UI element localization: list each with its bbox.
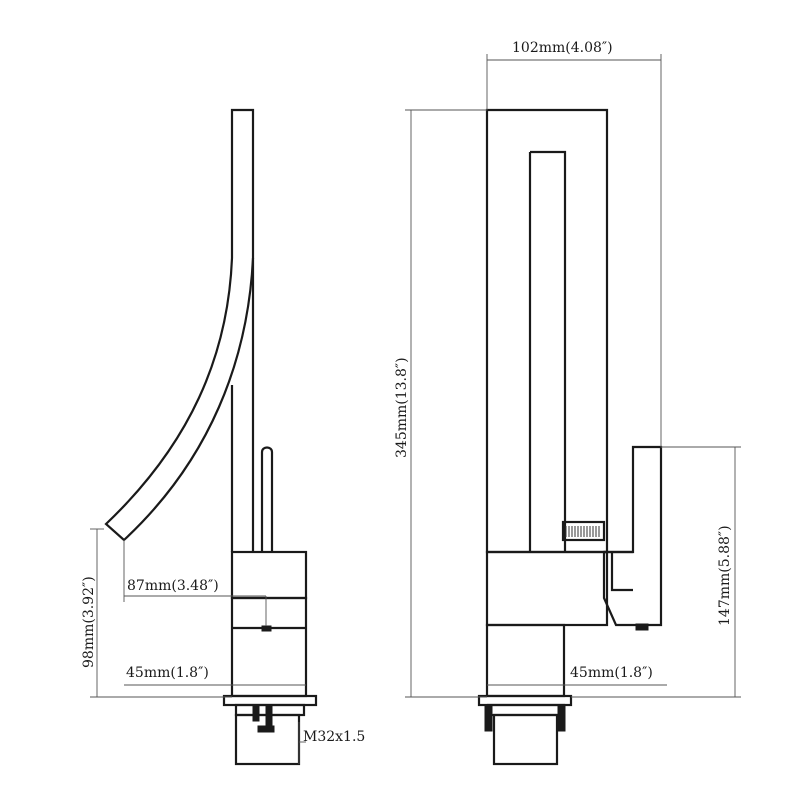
dim-side-reach: 87mm(3.48″) xyxy=(123,540,267,626)
dim-front-handle-height-label: 147mm(5.88″) xyxy=(717,525,733,626)
side-view: 98mm(3.92″) 87mm(3.48″) 45mm(1.8″) M32x1… xyxy=(81,108,365,766)
dim-side-base: 45mm(1.8″) xyxy=(124,665,306,686)
dim-front-height-label: 345mm(13.8″) xyxy=(394,357,410,458)
front-view: 102mm(4.08″) 345mm(13.8″) 147mm(5.88″) 4… xyxy=(394,40,741,766)
side-aerator-marker xyxy=(261,625,272,632)
dim-side-thread-label: M32x1.5 xyxy=(303,729,365,745)
dim-front-width: 102mm(4.08″) xyxy=(486,40,662,447)
front-handle xyxy=(602,445,663,627)
dim-front-base-label: 45mm(1.8″) xyxy=(570,665,653,681)
side-bolt-left xyxy=(252,704,260,722)
dim-side-height: 98mm(3.92″) xyxy=(81,528,232,698)
front-mounting-flange xyxy=(477,694,573,707)
front-flange-nut xyxy=(486,703,566,717)
dim-side-thread: M32x1.5 xyxy=(298,722,365,764)
side-body-block xyxy=(230,550,308,600)
front-threaded-shank xyxy=(492,713,559,766)
dim-side-height-label: 98mm(3.92″) xyxy=(81,576,97,668)
front-body-block xyxy=(485,550,609,627)
dim-side-reach-label: 87mm(3.48″) xyxy=(127,578,219,594)
side-base-column xyxy=(230,596,308,698)
side-bolt-right xyxy=(265,704,273,730)
dim-front-height: 345mm(13.8″) xyxy=(394,109,487,698)
front-spout-outer xyxy=(485,108,609,554)
front-handle-join xyxy=(604,550,633,592)
front-spout-slot xyxy=(528,150,567,552)
front-bolt-left xyxy=(484,704,493,732)
front-handle-cap xyxy=(635,623,649,631)
dim-front-width-label: 102mm(4.08″) xyxy=(512,40,613,56)
dim-side-base-label: 45mm(1.8″) xyxy=(126,665,209,681)
dim-front-base: 45mm(1.8″) xyxy=(487,665,667,686)
side-bolt-head xyxy=(257,725,275,733)
side-spout-outline xyxy=(104,108,255,542)
side-spout-column xyxy=(230,258,255,552)
dim-front-handle-height: 147mm(5.88″) xyxy=(571,446,741,698)
front-aerator-grille xyxy=(561,520,606,542)
side-handle-lever xyxy=(260,446,274,552)
side-mounting-flange xyxy=(222,694,318,707)
front-bolt-right xyxy=(557,704,566,732)
